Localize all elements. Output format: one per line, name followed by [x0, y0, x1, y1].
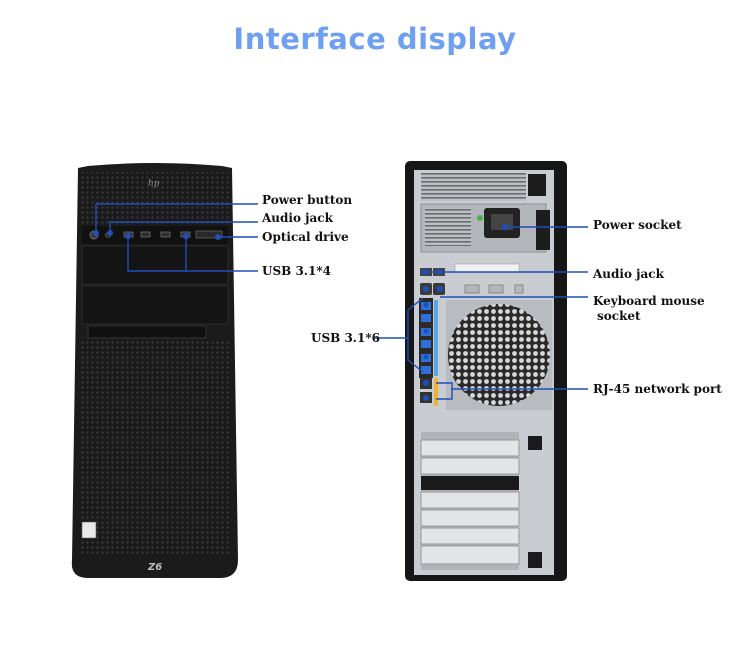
rj45-light-strip	[434, 378, 438, 406]
front-usb-port-2	[140, 231, 151, 238]
intel-badge	[81, 521, 97, 539]
slot-5	[420, 509, 520, 527]
slot-7	[420, 545, 520, 565]
slot-4	[420, 491, 520, 509]
front-io-strip	[82, 226, 228, 244]
dot-optical-drive	[215, 234, 221, 240]
label-audio-jack-front: Audio jack	[262, 211, 333, 225]
psu-vent	[425, 208, 471, 246]
rear-usb-4	[421, 340, 431, 348]
usb-light-strip	[434, 300, 438, 376]
front-callout-dots	[93, 230, 221, 240]
label-usb-rear: USB 3.1*6	[311, 331, 380, 345]
slot-6	[420, 527, 520, 545]
label-rj45: RJ-45 network port	[593, 382, 722, 396]
callout-line-power-button	[95, 203, 258, 233]
rear-callouts	[375, 226, 588, 400]
dot-audio-rear-1	[422, 269, 428, 275]
optical-drive-slot	[195, 230, 223, 239]
top-cutout	[528, 174, 546, 196]
dot-usb-front-2	[183, 233, 189, 239]
dot-rj45-2	[423, 395, 429, 401]
dot-audio-jack	[107, 230, 113, 236]
slot-1	[420, 439, 520, 457]
label-keyboard-mouse-line2: socket	[597, 309, 641, 323]
dot-rj45-1	[423, 380, 429, 386]
dot-audio-rear-2	[436, 269, 442, 275]
page-title: Interface display	[233, 22, 517, 56]
drive-bay-2	[81, 285, 229, 325]
rear-slot-b	[488, 284, 504, 294]
rear-fan-grille	[448, 304, 550, 406]
front-usb-port-3	[160, 231, 171, 238]
label-optical-drive: Optical drive	[262, 230, 349, 244]
psu-led	[477, 215, 483, 221]
slot-2	[420, 457, 520, 475]
top-vent	[421, 173, 526, 201]
lock-tab-bottom	[528, 552, 542, 568]
front-tower: hp Z6	[71, 163, 238, 578]
rear-usb-6	[421, 366, 431, 374]
callout-bracket-usb	[407, 297, 424, 373]
rear-tower	[405, 161, 567, 581]
callout-line-rj45	[436, 382, 588, 390]
label-power-button: Power button	[262, 193, 353, 207]
label-audio-jack-rear: Audio jack	[593, 267, 664, 281]
psu-latch	[536, 210, 550, 250]
dot-usb-front-1	[125, 233, 131, 239]
dot-ps2-2	[437, 286, 443, 292]
label-keyboard-mouse-line1: Keyboard mouse	[593, 294, 705, 308]
dot-rear-usb-5	[423, 354, 429, 360]
callout-line-usb-front	[127, 236, 258, 272]
callout-line-rj45-2	[436, 389, 453, 400]
rear-callout-dots	[422, 224, 508, 401]
callout-line-audio-jack	[109, 221, 258, 233]
model-badge: Z6	[147, 562, 162, 573]
dot-ps2-1	[423, 286, 429, 292]
front-lower-mesh	[80, 340, 230, 555]
rear-slot-a	[464, 284, 480, 294]
dot-power-button	[93, 230, 99, 236]
dot-rear-usb-3	[423, 328, 429, 334]
label-usb-front: USB 3.1*4	[262, 264, 331, 278]
front-top-mesh	[80, 172, 230, 224]
hp-logo: hp	[148, 179, 160, 189]
label-power-socket: Power socket	[593, 218, 682, 232]
rear-slot-c	[514, 284, 524, 294]
drive-bay-1	[81, 245, 229, 285]
front-callouts	[95, 203, 258, 272]
drive-bay-3	[87, 325, 207, 339]
slot-3	[421, 476, 519, 490]
rear-usb-2	[421, 314, 431, 322]
serial-sticker	[454, 263, 520, 273]
lock-tab-top	[528, 436, 542, 450]
dot-rear-usb-1	[423, 302, 429, 308]
dot-power-socket	[502, 224, 508, 230]
